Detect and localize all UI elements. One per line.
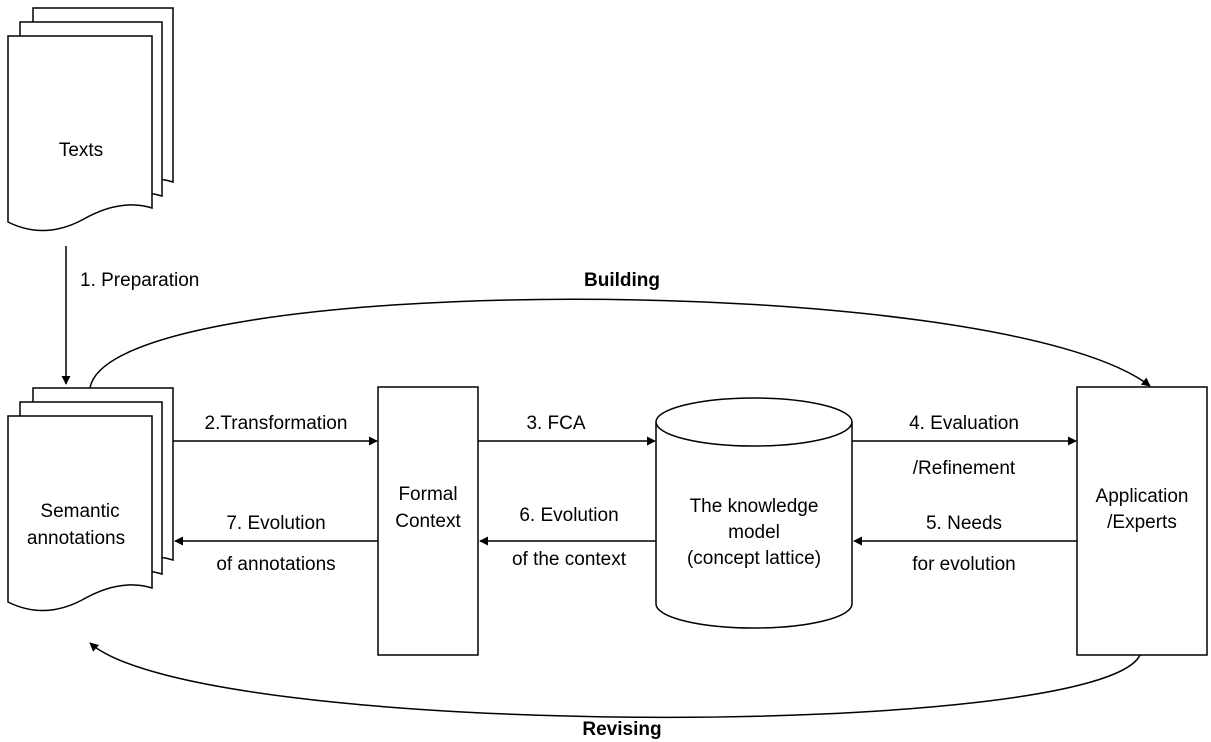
evolution-context-line1: 6. Evolution (519, 505, 618, 526)
knowledge-model-line3: (concept lattice) (687, 548, 821, 569)
formal-context-line2: Context (395, 511, 461, 532)
needs-line1: 5. Needs (926, 513, 1002, 534)
building-label: Building (584, 270, 660, 291)
preparation-label: 1. Preparation (80, 270, 199, 291)
texts-document-stack: Texts (7, 7, 174, 232)
evolution-context-line2: of the context (512, 549, 627, 570)
knowledge-model-line2: model (728, 522, 780, 543)
knowledge-model-line1: The knowledge (690, 496, 819, 517)
semantic-annotations-line1: Semantic (40, 501, 119, 522)
semantic-annotations-line2: annotations (27, 528, 125, 549)
revising-loop-arrow (89, 642, 1141, 719)
evolution-annotations-line1: 7. Evolution (226, 513, 325, 534)
application-line2: /Experts (1107, 512, 1177, 533)
evolution-annotations-line2: of annotations (216, 554, 335, 575)
evaluation-line2: /Refinement (913, 458, 1016, 479)
semantic-annotations-stack: Semantic annotations (7, 387, 174, 612)
revising-label: Revising (582, 719, 661, 740)
formal-context-line1: Formal (398, 484, 457, 505)
application-experts-box: Application /Experts (1076, 386, 1208, 656)
needs-line2: for evolution (912, 554, 1016, 575)
knowledge-model-cylinder: The knowledge model (concept lattice) (655, 397, 853, 629)
fca-label: 3. FCA (526, 413, 585, 434)
evaluation-line1: 4. Evaluation (909, 413, 1019, 434)
application-line1: Application (1096, 486, 1189, 507)
formal-context-box: Formal Context (377, 386, 479, 656)
transformation-label: 2.Transformation (205, 413, 348, 434)
texts-label: Texts (59, 140, 103, 161)
building-loop-arrow (89, 298, 1151, 389)
